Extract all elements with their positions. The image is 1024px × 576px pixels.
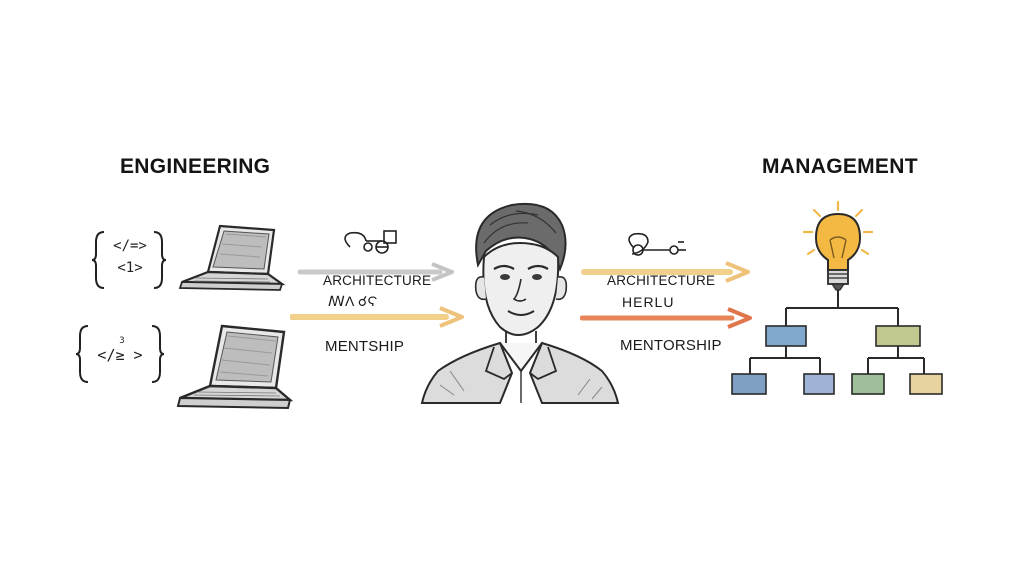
right-scribble-label: HERLU (622, 294, 675, 310)
code-braces-bottom-icon (75, 325, 165, 383)
person-sketch (420, 203, 620, 404)
org-node-manager-left (765, 325, 807, 347)
right-architecture-label: ARCHITECTURE (607, 273, 716, 288)
management-heading: MANAGEMENT (762, 155, 918, 178)
org-node-report-4 (909, 373, 943, 395)
org-node-manager-right (875, 325, 921, 347)
code-snippet-top: </=> <1> (104, 238, 156, 276)
left-scribble-label: ꟿΛ ☌Ϛ (328, 293, 378, 309)
engineering-heading: ENGINEERING (120, 155, 271, 178)
code-line-2: <1> (117, 260, 143, 277)
org-node-report-1 (731, 373, 767, 395)
org-node-report-2 (803, 373, 835, 395)
code-mark: 3 (119, 336, 125, 346)
org-node-report-3 (851, 373, 885, 395)
code-braces-top-icon (91, 231, 167, 289)
laptop-icon-2 (176, 324, 294, 410)
right-mentorship-label: MENTORSHIP (620, 337, 722, 354)
left-mentorship-label: MENTSHIP (325, 338, 405, 355)
code-line-1: </=> (113, 238, 147, 254)
right-arrows (580, 232, 752, 329)
lightbulb-icon (802, 200, 874, 300)
gear-diagram-icon (344, 230, 397, 254)
gear-diagram-icon-2 (628, 232, 686, 256)
laptop-icon (178, 224, 286, 291)
left-architecture-label: ARCHITECTURE (323, 273, 432, 288)
left-arrows (290, 230, 464, 328)
org-chart (731, 298, 943, 395)
code-line-3: </≥ > (97, 346, 143, 364)
code-snippet-bottom: </≥ > (88, 346, 152, 364)
